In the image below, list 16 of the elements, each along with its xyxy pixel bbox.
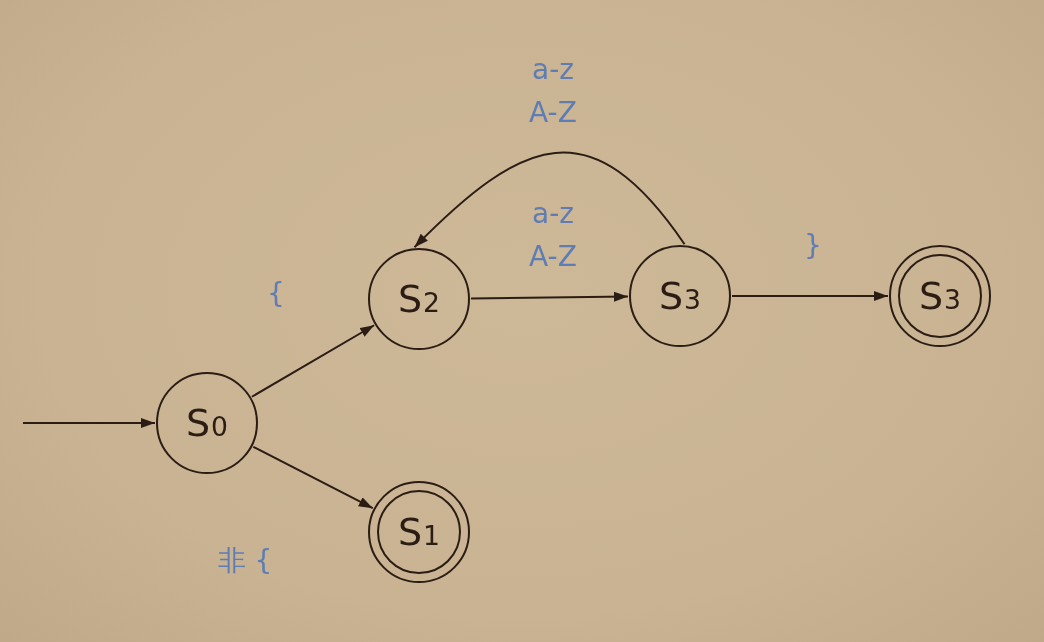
arrow xyxy=(470,291,629,302)
arrow xyxy=(22,418,156,428)
arrow xyxy=(250,324,376,398)
arrow xyxy=(413,151,686,249)
edge-label: } xyxy=(803,227,823,264)
state-circle xyxy=(368,248,470,350)
accepting-state-circle xyxy=(889,245,991,347)
edge-label: 非 { xyxy=(216,542,274,579)
edge-label: a-z A-Z xyxy=(528,196,578,275)
arrow xyxy=(731,291,889,301)
edge-label: { xyxy=(266,275,286,312)
accepting-state-circle xyxy=(368,481,470,583)
state-circle xyxy=(156,372,258,474)
state-circle xyxy=(629,245,731,347)
arrow xyxy=(252,445,374,510)
edge-label: a-z A-Z xyxy=(528,52,578,131)
